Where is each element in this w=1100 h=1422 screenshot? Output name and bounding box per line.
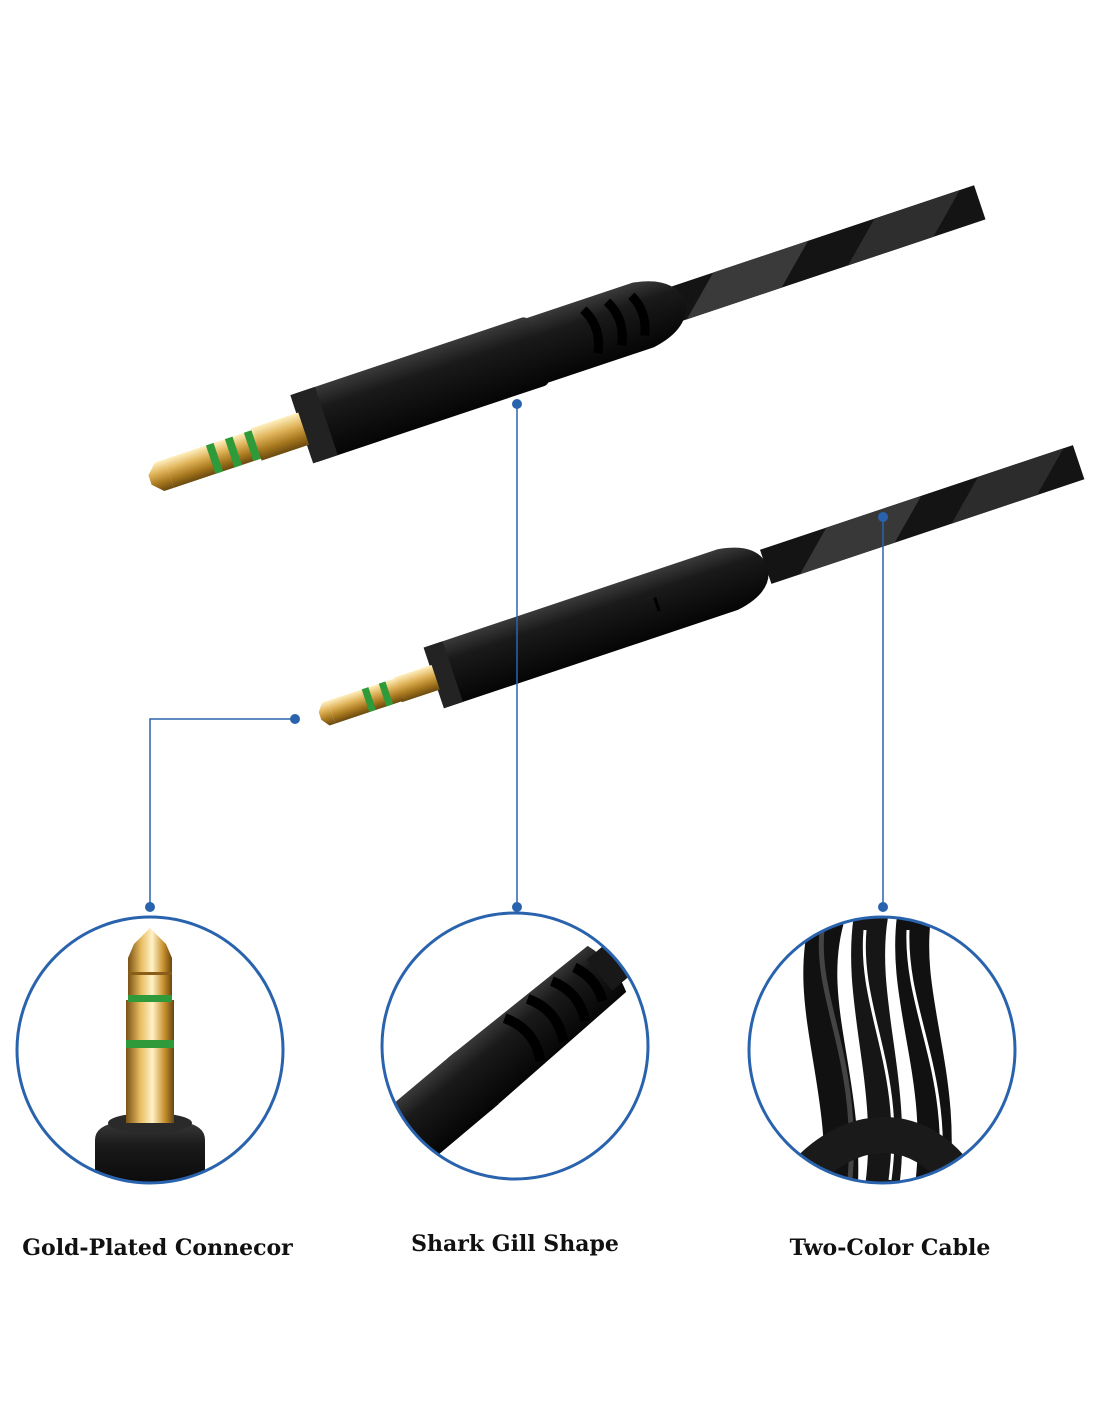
caption-shark-gill-shape: Shark Gill Shape (411, 1231, 619, 1257)
callout-dot (878, 512, 888, 522)
caption-gold-plated-connector: Gold-Plated Connecor (22, 1235, 293, 1261)
callout-dots (145, 399, 888, 912)
callout-line-gold (149, 718, 295, 905)
callout-dot (878, 902, 888, 912)
callout-dot (145, 902, 155, 912)
trrs-plug (148, 185, 986, 492)
detail-circle-two-color-cable (747, 915, 1017, 1185)
callout-dot (290, 714, 300, 724)
detail-circle-gold-connector (15, 915, 285, 1185)
detail-circle-shark-gill (380, 911, 650, 1181)
callout-dot (512, 902, 522, 912)
callout-lines (149, 404, 884, 905)
trs-plug (318, 445, 1085, 726)
callout-dot (512, 399, 522, 409)
caption-two-color-cable: Two-Color Cable (789, 1235, 991, 1261)
